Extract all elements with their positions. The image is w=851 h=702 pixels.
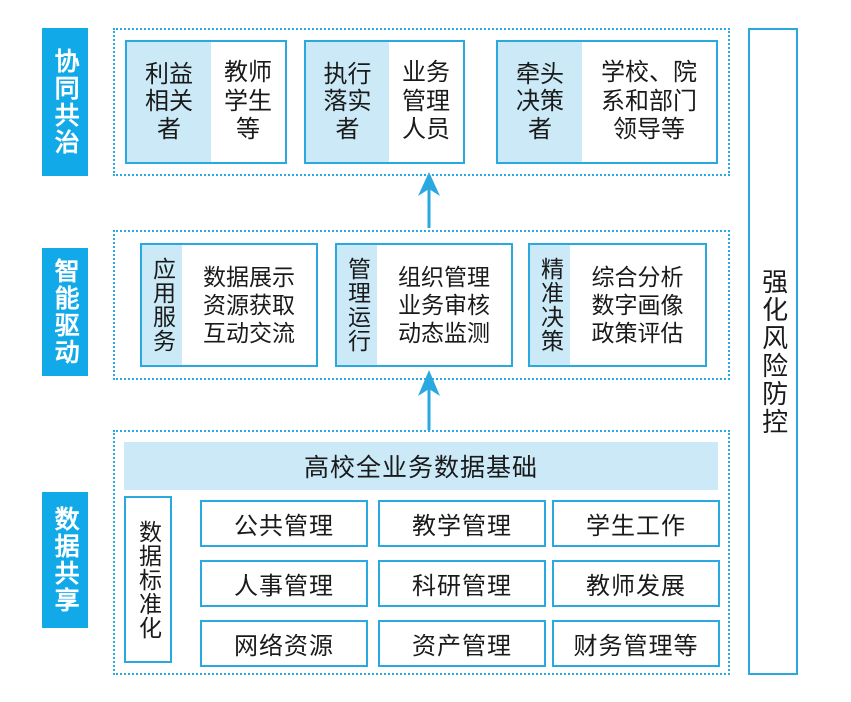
card-stakeholder-role: 利益相关者 [144, 60, 193, 143]
card-application-service-detail-pane: 数据展示 资源获取 互动交流 [182, 245, 316, 365]
detail-line: 教师 [224, 58, 272, 86]
side-label-text: 数据共享 [51, 506, 80, 614]
side-label-data-sharing: 数据共享 [42, 492, 88, 628]
card-stakeholder[interactable]: 利益相关者 教师 学生 等 [125, 40, 287, 164]
detail-line: 业务审核 [398, 291, 490, 318]
domain-box-teacher-development[interactable]: 教师发展 [552, 560, 720, 607]
card-executor[interactable]: 执行落实者 业务 管理 人员 [304, 40, 465, 164]
detail-line: 综合分析 [591, 263, 684, 290]
card-decision-maker[interactable]: 牵头决策者 学校、院 系和部门 领导等 [496, 40, 718, 164]
data-foundation-banner-text: 高校全业务数据基础 [303, 454, 538, 482]
detail-line: 数据展示 [203, 263, 295, 290]
detail-line: 动态监测 [398, 320, 490, 347]
domain-box-personnel-management[interactable]: 人事管理 [200, 560, 368, 607]
side-label-intelligent-drive: 智能驱动 [42, 248, 88, 376]
domain-label: 教师发展 [586, 573, 686, 600]
detail-line: 领导等 [613, 116, 685, 144]
detail-line: 管理 [402, 87, 450, 115]
domain-box-asset-management[interactable]: 资产管理 [378, 620, 546, 667]
card-management-operation-detail-pane: 组织管理 业务审核 动态监测 [377, 245, 511, 365]
risk-control-label: 强化风险防控 [758, 267, 789, 436]
data-standardization-box[interactable]: 数据标准化 [124, 496, 172, 663]
card-precise-decision[interactable]: 精准决策 综合分析 数字画像 政策评估 [528, 243, 707, 367]
detail-line: 政策评估 [591, 320, 684, 347]
card-application-service-role-pane: 应用服务 [142, 245, 182, 365]
card-decision-maker-role: 牵头决策者 [515, 60, 564, 143]
domain-label: 公共管理 [234, 513, 334, 540]
card-stakeholder-detail-pane: 教师 学生 等 [211, 42, 285, 162]
card-management-operation-role-pane: 管理运行 [337, 245, 377, 365]
domain-box-financial-management[interactable]: 财务管理等 [552, 620, 720, 667]
card-stakeholder-role-pane: 利益相关者 [127, 42, 211, 162]
detail-line: 互动交流 [203, 320, 295, 347]
card-precise-decision-role-pane: 精准决策 [530, 245, 570, 365]
data-standardization-label: 数据标准化 [135, 519, 162, 640]
card-decision-maker-detail-pane: 学校、院 系和部门 领导等 [582, 42, 716, 162]
detail-line: 系和部门 [601, 87, 697, 115]
detail-line: 等 [236, 116, 260, 144]
card-precise-decision-role: 精准决策 [537, 257, 564, 353]
arrow-drive-to-governance-icon [418, 172, 440, 228]
domain-label: 网络资源 [234, 633, 334, 660]
domain-label: 人事管理 [234, 573, 334, 600]
card-executor-role: 执行落实者 [323, 60, 372, 143]
domain-label: 财务管理等 [573, 633, 699, 660]
domain-box-public-management[interactable]: 公共管理 [200, 500, 368, 547]
detail-line: 组织管理 [398, 263, 490, 290]
side-label-text: 智能驱动 [51, 258, 80, 366]
band-intelligent-drive [113, 230, 730, 380]
domain-box-teaching-management[interactable]: 教学管理 [378, 500, 546, 547]
card-decision-maker-role-pane: 牵头决策者 [498, 42, 582, 162]
card-management-operation[interactable]: 管理运行 组织管理 业务审核 动态监测 [335, 243, 513, 367]
domain-box-research-management[interactable]: 科研管理 [378, 560, 546, 607]
detail-line: 数字画像 [591, 291, 684, 318]
detail-line: 业务 [402, 58, 450, 86]
card-precise-decision-detail-pane: 综合分析 数字画像 政策评估 [570, 245, 705, 365]
domain-box-network-resources[interactable]: 网络资源 [200, 620, 368, 667]
card-executor-role-pane: 执行落实者 [306, 42, 389, 162]
domain-label: 教学管理 [412, 513, 512, 540]
arrow-data-to-drive-icon [418, 370, 440, 430]
card-executor-detail-pane: 业务 管理 人员 [389, 42, 463, 162]
detail-line: 学生 [224, 87, 272, 115]
domain-label: 学生工作 [586, 513, 686, 540]
band-collaborative-governance [113, 28, 730, 176]
domain-box-student-affairs[interactable]: 学生工作 [552, 500, 720, 547]
detail-line: 资源获取 [203, 291, 295, 318]
side-label-text: 协同共治 [51, 48, 80, 156]
detail-line: 人员 [402, 116, 450, 144]
card-application-service-role: 应用服务 [149, 257, 176, 353]
band-data-sharing [113, 430, 730, 675]
data-foundation-banner: 高校全业务数据基础 [124, 442, 718, 490]
card-management-operation-role: 管理运行 [344, 257, 371, 353]
domain-label: 科研管理 [412, 573, 512, 600]
detail-line: 学校、院 [601, 58, 697, 86]
risk-control-column[interactable]: 强化风险防控 [748, 28, 798, 675]
side-label-collaborative-governance: 协同共治 [42, 28, 88, 176]
domain-label: 资产管理 [412, 633, 512, 660]
card-application-service[interactable]: 应用服务 数据展示 资源获取 互动交流 [140, 243, 318, 367]
